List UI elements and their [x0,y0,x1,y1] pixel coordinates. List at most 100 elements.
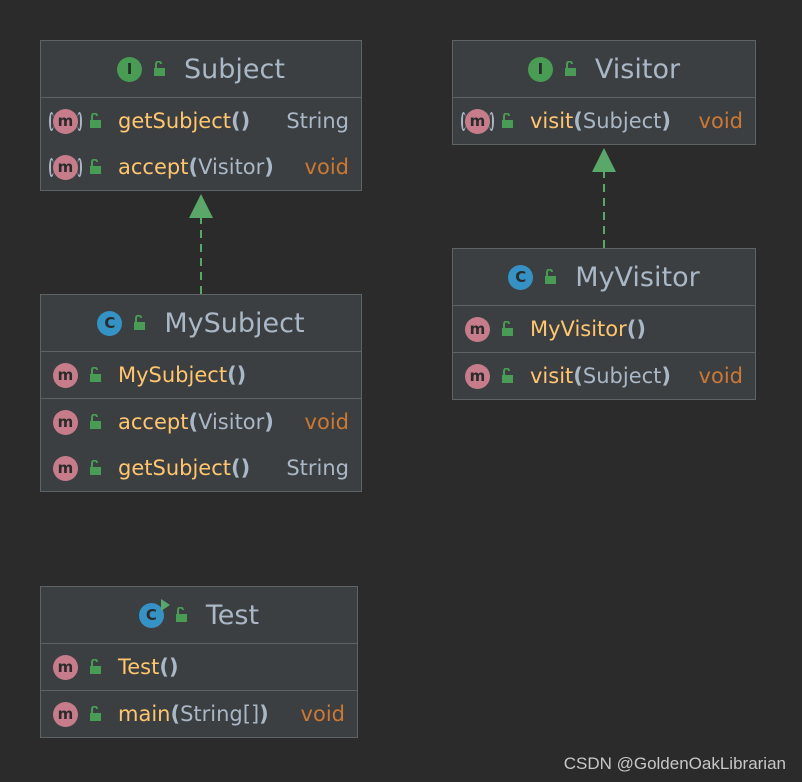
constructor-row[interactable]: m MySubject () [41,352,361,398]
return-type: void [304,410,349,434]
constructor-row[interactable]: m Test () [41,644,357,690]
unlocked-icon [545,269,557,284]
paren-open: ( [188,410,199,434]
method-name: visit [530,109,574,133]
return-type: String [286,456,349,480]
method-icon: m [53,409,78,435]
method-parens: () [231,109,251,133]
methods-section: m visit ( Subject ) void [453,98,755,144]
constructor-name: MyVisitor [530,317,627,341]
constructor-name: MySubject [118,363,228,387]
return-type: void [698,364,743,388]
class-header: I Subject [41,41,361,98]
unlocked-icon [90,159,101,174]
return-type: void [304,155,349,179]
method-row[interactable]: m visit ( Subject ) void [453,98,755,144]
methods-section: m accept ( Visitor ) void m getSubject (… [41,399,361,491]
paren-close: ) [264,155,274,179]
interface-icon: I [527,56,553,82]
methods-section: m visit ( Subject ) void [453,353,755,399]
class-icon: C [508,264,534,290]
method-parens: () [159,655,179,679]
paren-open: ( [573,364,583,388]
methods-section: m getSubject () String m accept ( Visito… [41,98,361,190]
return-type: void [300,702,345,726]
method-name: accept [118,410,189,434]
method-icon: m [53,654,78,680]
paren-close: ) [661,109,672,133]
method-name: getSubject [118,456,231,480]
return-type: void [698,109,743,133]
method-icon: m [53,455,78,481]
runnable-class-icon: C [138,598,170,628]
class-name: Test [205,599,260,631]
class-name: Visitor [594,53,681,85]
unlocked-icon [175,607,187,622]
class-box-subject[interactable]: I Subject m getSubject () String m accep… [40,40,362,191]
watermark: CSDN @GoldenOakLibrarian [563,754,786,773]
method-name: main [118,702,171,726]
class-header: I Visitor [453,41,755,98]
constructor-name: Test [118,655,160,679]
method-icon: m [53,362,78,388]
paren-close: ) [259,702,269,726]
method-row[interactable]: m visit ( Subject ) void [453,353,755,399]
unlocked-icon [90,659,101,674]
unlocked-icon [90,113,101,128]
unlocked-icon [90,460,101,475]
abstract-method-icon: m [461,108,494,134]
paren-open: ( [188,155,199,179]
unlocked-icon [90,414,101,429]
method-name: getSubject [118,109,231,133]
class-name: MySubject [164,307,305,339]
unlocked-icon [134,315,146,330]
constructor-row[interactable]: m MyVisitor () [453,306,755,352]
class-icon: C [97,310,123,336]
method-parens: () [227,363,247,387]
arrowhead-icon [592,148,616,172]
constructors-section: m MyVisitor () [453,306,755,353]
unlocked-icon [502,321,513,336]
paren-open: ( [170,702,181,726]
class-box-myvisitor[interactable]: C MyVisitor m MyVisitor () m visit ( Sub… [452,248,756,400]
class-box-test[interactable]: C Test m Test () m main ( String[] ) voi… [40,586,358,738]
interface-icon: I [117,56,143,82]
method-icon: m [465,316,490,342]
unlocked-icon [502,368,513,383]
class-box-mysubject[interactable]: C MySubject m MySubject () m accept ( Vi… [40,294,362,492]
class-name: Subject [184,53,285,85]
unlocked-icon [90,367,101,382]
param-type: Subject [582,364,662,388]
class-name: MyVisitor [575,261,700,293]
paren-close: ) [264,410,274,434]
edge-mysubject-implements-subject [189,194,213,294]
run-icon [160,598,170,611]
abstract-method-icon: m [49,108,82,134]
unlocked-icon [502,113,513,128]
edge-myvisitor-implements-visitor [592,148,616,248]
param-type: Visitor [198,410,265,434]
unlocked-icon [90,706,101,721]
method-row[interactable]: m accept ( Visitor ) void [41,399,361,445]
method-row[interactable]: m getSubject () String [41,98,361,144]
constructors-section: m MySubject () [41,352,361,399]
unlocked-icon [564,61,576,76]
method-row[interactable]: m accept ( Visitor ) void [41,144,361,190]
class-header: C MySubject [41,295,361,352]
param-type: Visitor [198,155,265,179]
method-row[interactable]: m getSubject () String [41,445,361,491]
return-type: String [286,109,349,133]
param-type: String[] [180,702,260,726]
method-name: visit [530,364,574,388]
paren-open: ( [573,109,583,133]
method-icon: m [465,363,490,389]
class-header: C Test [41,587,357,644]
constructors-section: m Test () [41,644,357,691]
class-header: C MyVisitor [453,249,755,306]
method-parens: () [231,456,251,480]
method-row[interactable]: m main ( String[] ) void [41,691,357,737]
class-box-visitor[interactable]: I Visitor m visit ( Subject ) void [452,40,756,145]
paren-close: ) [661,364,672,388]
method-parens: () [626,317,646,341]
